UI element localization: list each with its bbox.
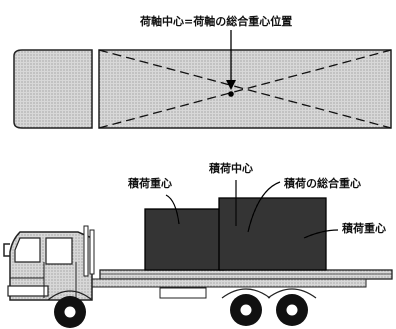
front-wheel [54,296,86,328]
top-view-label: 荷軸中心=荷軸の総合重心位置 [140,15,293,28]
leader-left-load [165,194,180,225]
top-arrow-head [226,80,236,90]
truck-cab [3,225,95,301]
rear-wheel-2 [276,294,308,326]
label-combined-center: 積荷の総合重心 [284,177,361,190]
side-view [3,180,393,328]
cargo-right [218,197,327,271]
leader-combined [247,181,281,233]
label-right-load-center: 積荷重心 [342,222,386,235]
cab-side-window [45,237,73,265]
truck-deck [99,269,393,280]
top-diagonal-2 [98,49,392,129]
cab-windshield [14,237,41,263]
label-left-load-center: 積荷重心 [128,177,172,190]
cargo-left [144,208,225,271]
top-cab [13,49,93,129]
top-view [13,30,392,129]
rear-wheel-1 [230,294,262,326]
top-diagonal-1 [98,49,392,129]
top-center-point [228,91,234,97]
leader-right-load [303,229,339,239]
label-load-center: 積荷中心 [209,162,253,175]
truck-chassis [75,278,367,288]
